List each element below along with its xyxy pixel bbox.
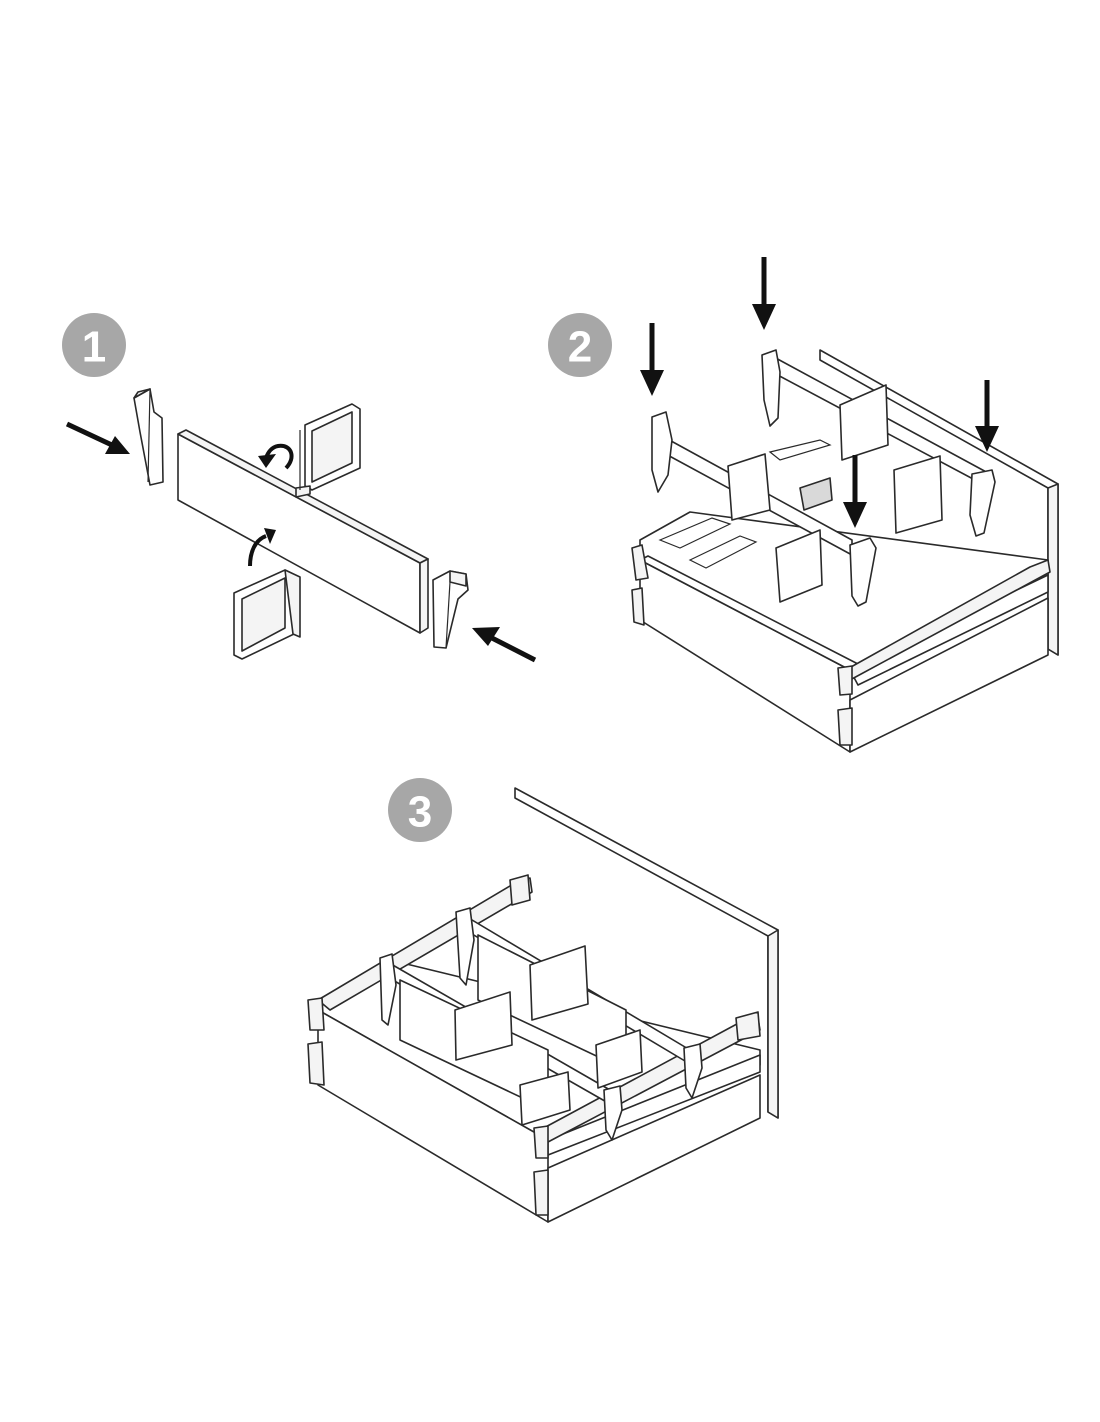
rotate-arrow-top-icon: [258, 443, 294, 470]
step-3-badge: 3: [388, 778, 452, 842]
drawer-rails-3: [307, 874, 761, 1216]
curved-arrow-up-icon: [248, 528, 276, 567]
step-2-number: 2: [568, 323, 592, 372]
step-1-illustration: 1: [62, 313, 537, 663]
step-2-illustration: 2: [548, 257, 1059, 753]
divider-bar-back: [761, 349, 996, 537]
small-separator-bottom: [233, 569, 301, 660]
separators-3: [399, 934, 643, 1126]
left-end-clip: [133, 388, 164, 486]
step-1-badge: 1: [62, 313, 126, 377]
right-end-clip: [432, 570, 469, 649]
arrow-left-up-icon: [472, 627, 537, 663]
drawer-front-3: [317, 1009, 761, 1223]
step-1-number: 1: [82, 323, 106, 372]
arrow-down-3-icon: [975, 380, 999, 452]
small-separator-top: [295, 403, 361, 498]
arrow-right-down-icon: [65, 421, 130, 454]
drawer-front: [639, 555, 1049, 753]
arrow-down-1-icon: [640, 323, 664, 396]
drawer-rail: [631, 544, 1051, 746]
step-3-illustration: 3: [307, 778, 779, 1223]
arrow-down-2-icon: [752, 257, 776, 330]
arrow-down-4-icon: [843, 455, 867, 528]
divider-bar-front: [651, 411, 877, 607]
step-3-number: 3: [408, 788, 432, 837]
step-2-badge: 2: [548, 313, 612, 377]
divider-panel: [177, 429, 429, 634]
